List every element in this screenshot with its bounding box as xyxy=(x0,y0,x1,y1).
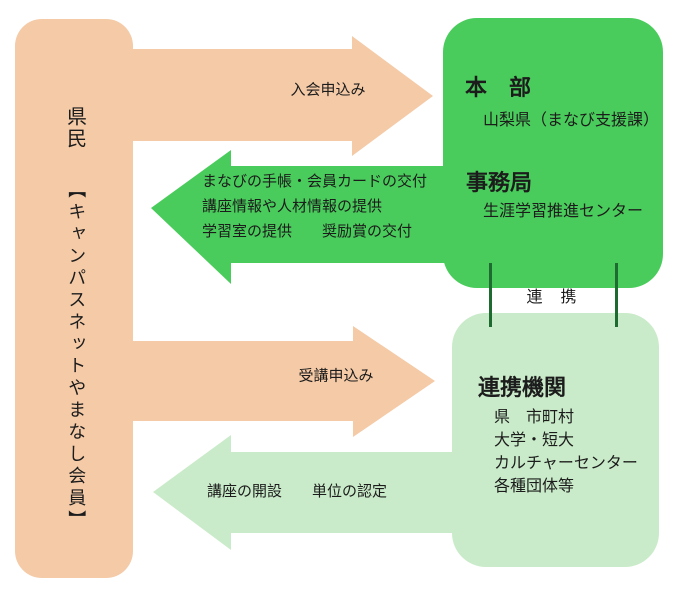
partners-item-1: 県 市町村 xyxy=(494,409,575,426)
secretariat-subtitle: 生涯学習推進センター xyxy=(483,203,644,220)
link-connector-left xyxy=(489,263,492,327)
enroll-arrow xyxy=(133,326,435,437)
benefits-line-1: まなびの手帳・会員カードの交付 xyxy=(202,173,428,190)
link-label: 連 携 xyxy=(526,289,578,306)
headquarters-title: 本 部 xyxy=(465,75,532,100)
benefits-line-2: 講座情報や人材情報の提供 xyxy=(202,198,383,215)
headquarters-subtitle: 山梨県（まなび支援課） xyxy=(483,112,660,129)
citizens-label: 県民 xyxy=(63,106,86,150)
citizens-bar xyxy=(15,19,133,578)
benefits-arrow-text: まなびの手帳・会員カードの交付 講座情報や人材情報の提供 学習室の提供 奨励賞の… xyxy=(202,169,427,244)
partners-list: 県 市町村 大学・短大 カルチャーセンター 各種団体等 xyxy=(494,406,638,498)
partners-item-4: 各種団体等 xyxy=(494,478,575,495)
secretariat-title: 事務局 xyxy=(466,170,533,195)
partners-item-2: 大学・短大 xyxy=(494,432,575,449)
join-arrow-label: 入会申込み xyxy=(290,81,366,99)
benefits-arrow xyxy=(151,150,455,284)
join-arrow xyxy=(133,36,433,156)
benefits-line-3: 学習室の提供 奨励賞の交付 xyxy=(202,223,413,240)
courses-arrow xyxy=(153,435,460,550)
partners-box xyxy=(452,313,659,567)
partners-title: 連携機関 xyxy=(478,375,567,400)
link-connector-right xyxy=(615,263,618,327)
courses-arrow-label: 講座の開設 単位の認定 xyxy=(207,483,388,500)
partners-item-3: カルチャーセンター xyxy=(494,455,638,472)
headquarters-box xyxy=(443,18,663,288)
enroll-arrow-label: 受講申込み xyxy=(298,367,374,385)
citizens-sublabel: 【キャンパスネットやまなし会員】 xyxy=(66,180,87,532)
